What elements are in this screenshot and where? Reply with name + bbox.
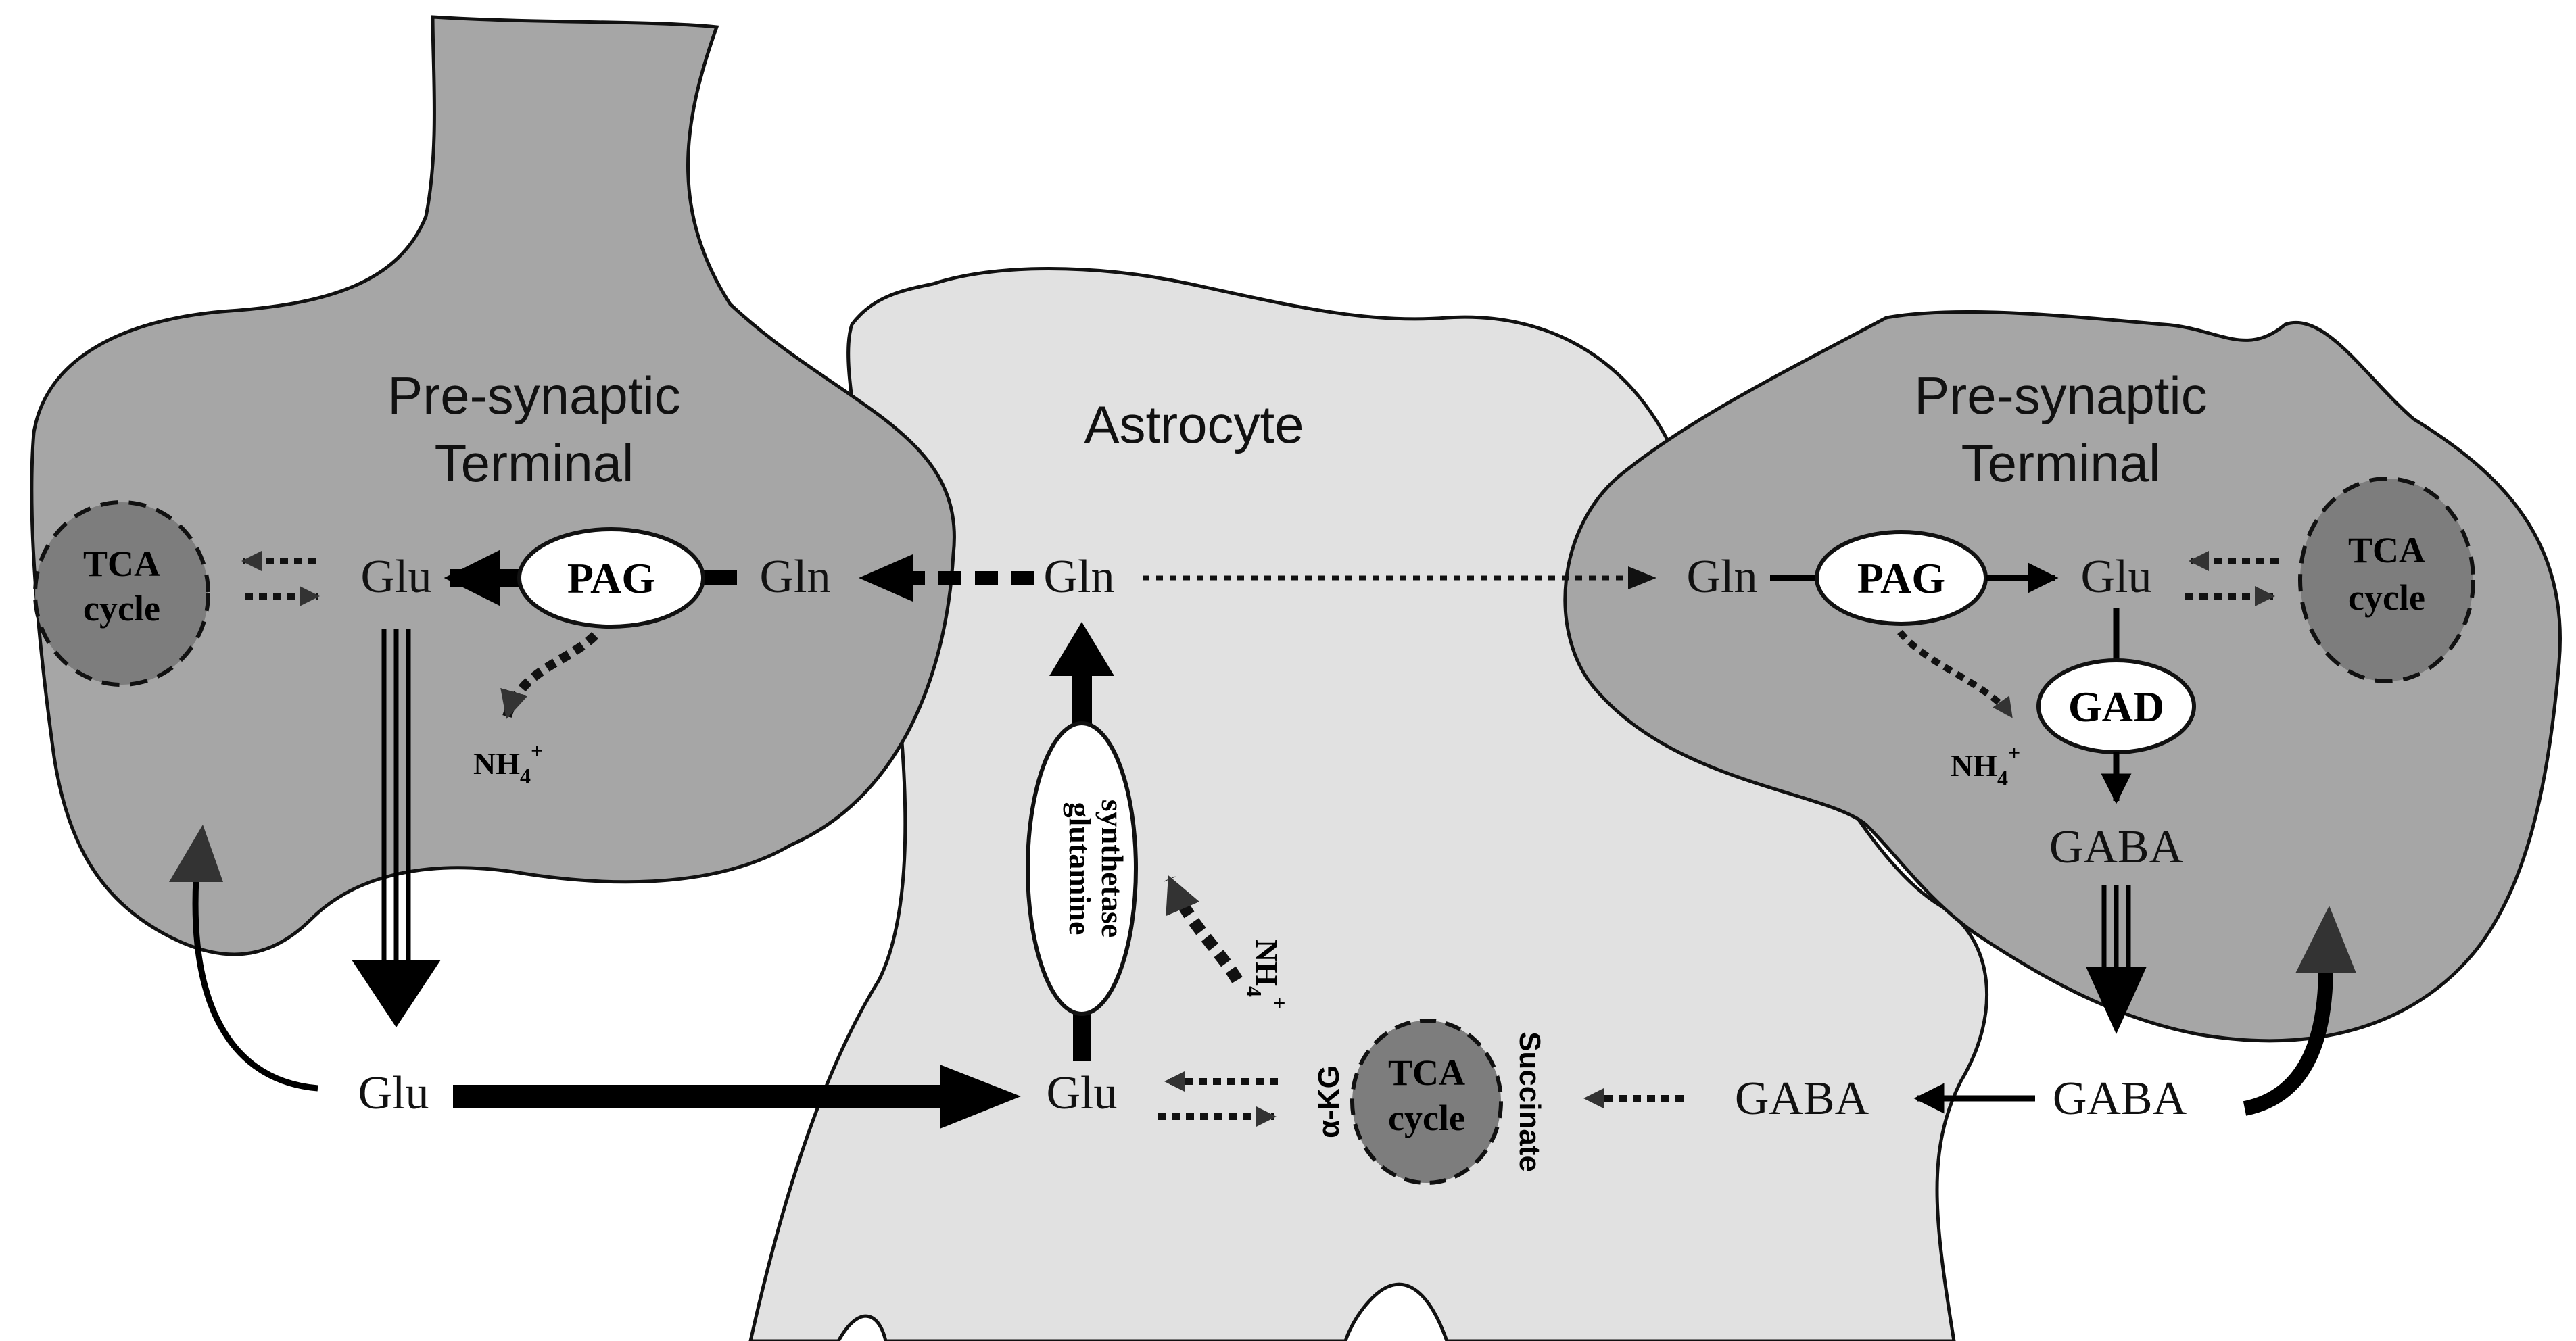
astro-nh4-input-arrow: [1164, 875, 1243, 983]
gs-label-line1: glutamine: [1063, 802, 1097, 935]
right-pag-enzyme: [1815, 530, 1988, 626]
left-glutamate-release-arrow: [352, 629, 441, 1027]
left-gln-label: Gln: [760, 551, 831, 603]
right-tca-label-line2: cycle: [2348, 577, 2425, 618]
astrocyte-title: Astrocyte: [1084, 395, 1304, 454]
right-reuptake-arrowhead: [2295, 906, 2356, 973]
right-terminal-title-line1: Pre-synaptic: [1914, 366, 2208, 425]
right-tca-label-line1: TCA: [2348, 530, 2425, 570]
right-gaba-release-arrow: [2086, 885, 2147, 1034]
right-gad-label: GAD: [2068, 683, 2164, 731]
alpha-kg-label: α-KG: [1312, 1065, 1345, 1138]
left-glu-label: Glu: [361, 551, 432, 603]
right-nh4-release-arrow: [1897, 629, 2015, 718]
astro-gln-label: Gln: [1044, 551, 1115, 603]
right-gaba-reuptake-arrow: [2243, 966, 2333, 1116]
left-presynaptic-terminal: [30, 15, 956, 956]
right-glu-label: Glu: [2081, 551, 2152, 603]
right-gaba-label: GABA: [2049, 821, 2184, 873]
right-gln-label: Gln: [1687, 551, 1758, 603]
gln-transfer-right-arrowhead: [1628, 566, 1656, 589]
glutamine-synthetase-enzyme: [1026, 721, 1138, 1016]
left-terminal-title-line2: Terminal: [435, 433, 634, 493]
left-nh4-release-arrow: [500, 631, 598, 720]
astro-gs-to-gln-arrowhead: [1049, 622, 1114, 676]
astro-nh4-label: NH4+: [1242, 940, 1292, 1009]
left-tca-cycle: [33, 500, 210, 687]
left-pag-label: PAG: [567, 554, 655, 602]
left-pag-enzyme: [517, 527, 705, 629]
right-tca-cycle: [2298, 477, 2475, 683]
succinate-label: Succinate: [1513, 1031, 1546, 1172]
astro-glu-label: Glu: [1047, 1067, 1118, 1119]
left-nh4-label: NH4+: [473, 738, 543, 788]
gln-transfer-left-arrowhead: [859, 554, 913, 602]
cleft-gaba-label: GABA: [2053, 1073, 2187, 1125]
left-tca-label-line1: TCA: [83, 543, 160, 584]
cleft-glu-label: Glu: [358, 1067, 429, 1119]
gs-label-line2: synthetase: [1095, 800, 1130, 937]
left-terminal-title-line1: Pre-synaptic: [387, 366, 681, 425]
astro-tca-label-line1: TCA: [1388, 1052, 1465, 1093]
right-nh4-label: NH4+: [1951, 740, 2020, 790]
astro-gaba-label: GABA: [1735, 1073, 1869, 1125]
left-reuptake-arrowhead: [169, 825, 223, 882]
astro-tca-cycle: [1350, 1019, 1503, 1185]
left-tca-label-line2: cycle: [83, 588, 160, 629]
left-glu-reuptake-arrow: [192, 878, 318, 1092]
right-terminal-title-line2: Terminal: [1961, 433, 2161, 493]
astro-tca-label-line2: cycle: [1388, 1098, 1465, 1138]
glu-uptake-arrowhead: [940, 1065, 1021, 1129]
right-pag-label: PAG: [1857, 554, 1945, 602]
